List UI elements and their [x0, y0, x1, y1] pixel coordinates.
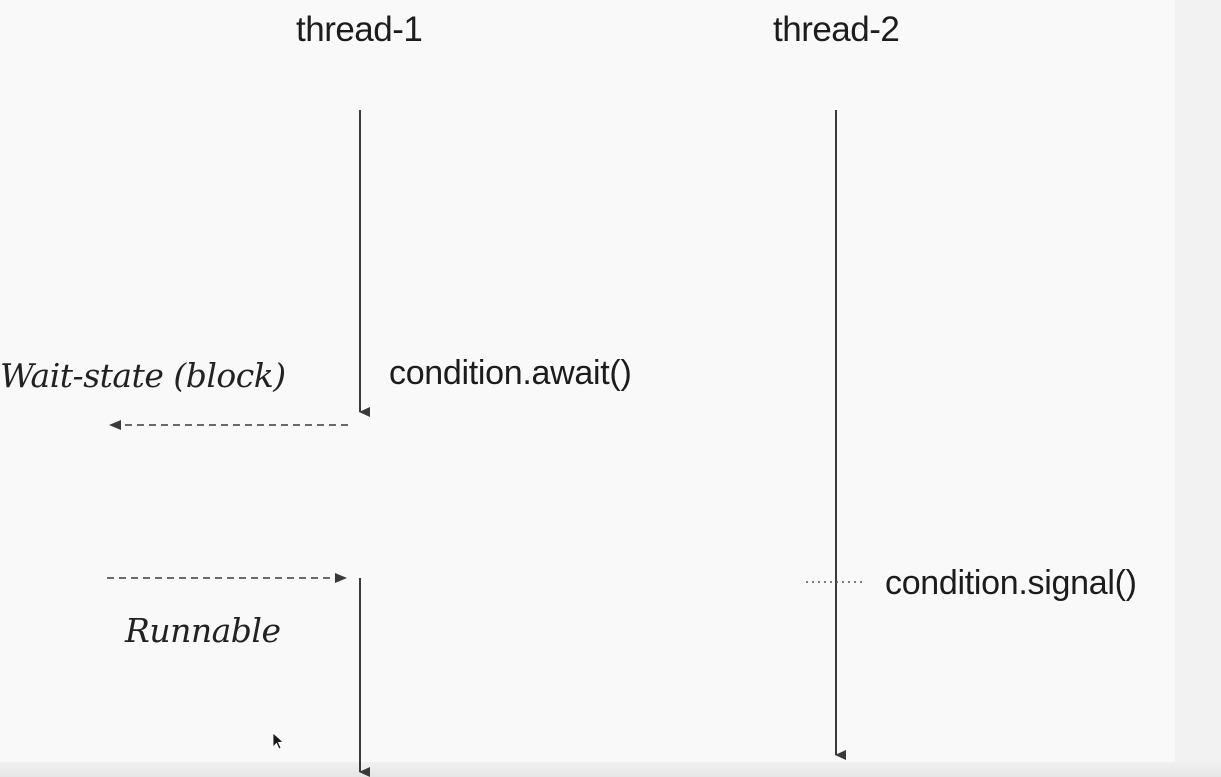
thread-2-header: thread-2: [773, 10, 900, 49]
runnable-state-label: Runnable: [125, 611, 281, 650]
wait-state-label: Wait-state (block): [0, 356, 286, 395]
thread-1-header: thread-1: [296, 10, 423, 49]
await-call-label: condition.await(): [389, 354, 632, 392]
signal-call-label: condition.signal(): [885, 564, 1137, 602]
bottom-margin: [0, 762, 1221, 777]
right-margin: [1175, 0, 1221, 777]
mouse-cursor-icon: [272, 732, 284, 750]
